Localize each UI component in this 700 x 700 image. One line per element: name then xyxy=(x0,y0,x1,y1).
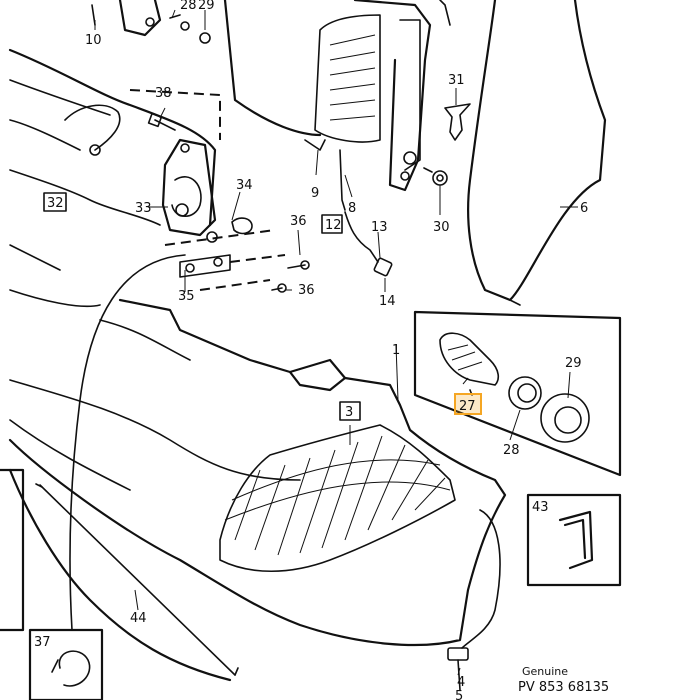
hinge-bracket-drawing xyxy=(129,89,221,237)
part-label-14: 14 xyxy=(379,294,396,309)
part-label-44: 44 xyxy=(130,611,147,626)
wire-drawing xyxy=(447,509,501,691)
part-label-12: 12 xyxy=(325,218,342,233)
part-label-10: 10 xyxy=(85,33,102,48)
part-label-38: 38 xyxy=(155,86,172,101)
part-label-8: 8 xyxy=(348,201,356,216)
part-label-4: 4 xyxy=(457,675,465,690)
detail-box-27-29 xyxy=(413,310,622,477)
footer-genuine: Genuine xyxy=(522,665,568,678)
part-label-5: 5 xyxy=(455,689,463,700)
part-label-43: 43 xyxy=(532,500,549,515)
part-label-33: 33 xyxy=(135,201,152,216)
detail-box-37 xyxy=(28,628,104,700)
part-label-9: 9 xyxy=(311,186,319,201)
part-label-1: 1 xyxy=(392,343,400,358)
part-label-6: 6 xyxy=(580,201,588,216)
rod-drawing xyxy=(35,254,239,676)
rail-drawing xyxy=(164,217,310,293)
part-label-30: 30 xyxy=(433,220,450,235)
detail-box-left xyxy=(0,468,25,632)
part-label-37: 37 xyxy=(34,635,51,650)
part-label-28: 28 xyxy=(503,443,520,458)
part-label-34: 34 xyxy=(236,178,253,193)
leader-lines xyxy=(94,9,578,676)
part-label-36-upper: 36 xyxy=(290,214,307,229)
part-label-29-top: 29 xyxy=(198,0,215,13)
highlight-box-27 xyxy=(454,393,482,415)
part-label-32: 32 xyxy=(47,196,64,211)
clip-drawing xyxy=(423,103,471,186)
part-label-29: 29 xyxy=(565,356,582,371)
part-label-3: 3 xyxy=(345,405,353,420)
backrest-panel-drawing xyxy=(223,0,451,277)
trim-panel-drawing xyxy=(467,0,607,306)
seat-cushion-drawing xyxy=(8,298,507,682)
part-label-31: 31 xyxy=(448,73,465,88)
part-label-28-top: 28 xyxy=(180,0,197,13)
part-label-35: 35 xyxy=(178,289,195,304)
part-label-27: 27 xyxy=(459,399,476,414)
label-box-3 xyxy=(339,401,361,421)
detail-box-43 xyxy=(526,493,622,587)
label-box-32 xyxy=(43,192,67,212)
part-label-13: 13 xyxy=(371,220,388,235)
part-label-36-lower: 36 xyxy=(298,283,315,298)
label-box-12 xyxy=(321,214,343,234)
footer-part-number: PV 853 68135 xyxy=(518,680,609,695)
frame-drawing xyxy=(8,48,217,308)
